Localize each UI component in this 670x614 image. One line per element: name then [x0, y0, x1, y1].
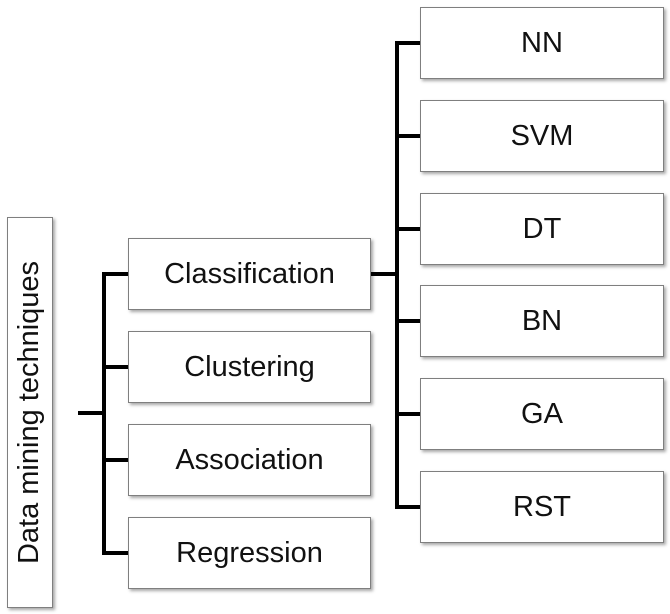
technique-node-classification: Classification — [128, 238, 371, 310]
method-node-rst: RST — [420, 471, 664, 543]
method-node-dt: DT — [420, 193, 664, 265]
technique-label: Regression — [176, 536, 323, 569]
technique-node-association: Association — [128, 424, 371, 496]
method-node-nn: NN — [420, 7, 664, 79]
method-label: DT — [522, 212, 562, 245]
technique-label: Clustering — [184, 350, 315, 383]
method-label: NN — [521, 26, 563, 59]
technique-label: Classification — [164, 257, 335, 290]
technique-label: Association — [175, 443, 324, 476]
method-label: RST — [513, 490, 571, 523]
technique-node-clustering: Clustering — [128, 331, 371, 403]
root-node: Data mining techniques — [7, 217, 53, 608]
method-node-bn: BN — [420, 285, 664, 357]
root-label: Data mining techniques — [13, 260, 46, 565]
method-node-ga: GA — [420, 378, 664, 450]
method-label: SVM — [510, 119, 574, 152]
technique-node-regression: Regression — [128, 517, 371, 589]
method-label: BN — [521, 304, 563, 337]
method-label: GA — [521, 397, 563, 430]
method-node-svm: SVM — [420, 100, 664, 172]
